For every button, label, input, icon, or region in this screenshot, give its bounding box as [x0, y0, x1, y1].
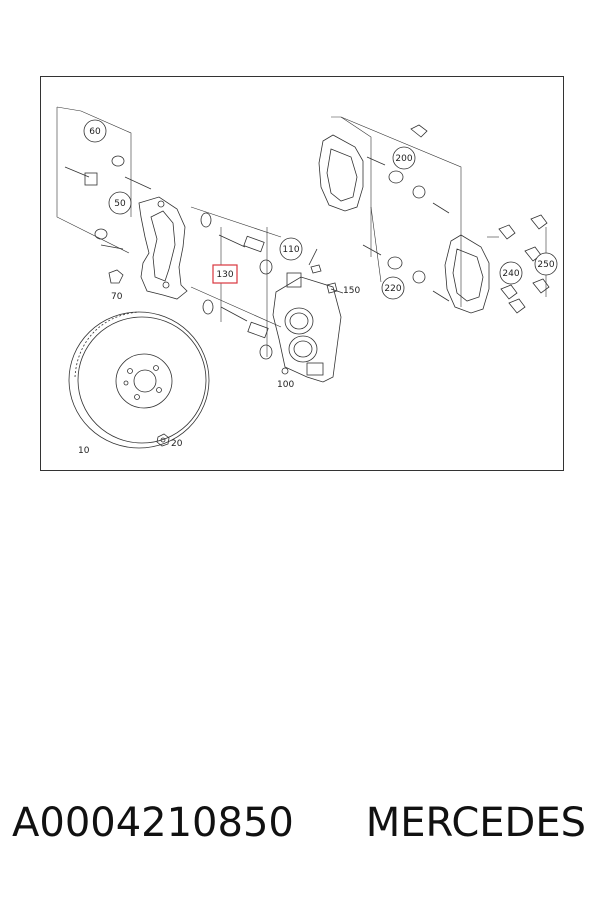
part-label-10: 10: [78, 446, 90, 456]
callout-130-highlight: [212, 264, 238, 284]
pad-hardware-set: [362, 124, 450, 302]
callout-200-circle: [392, 146, 416, 170]
callout-220-circle: [381, 276, 405, 300]
callout-110-circle: [279, 237, 303, 261]
brake-pad-outer-part: [318, 134, 364, 212]
bleeder-valve-part: [308, 248, 344, 294]
callout-60-label: 60: [89, 127, 101, 137]
part-label-100: 100: [277, 380, 294, 390]
callout-50-circle: [108, 191, 132, 215]
leader-lines: [56, 106, 547, 357]
brake-disc-part: [68, 311, 210, 449]
callout-200-label: 200: [395, 154, 412, 164]
disc-screw-part: [156, 433, 170, 447]
part-label-20: 20: [171, 439, 183, 449]
callout-240-circle: [499, 261, 523, 285]
callout-250-circle: [534, 252, 558, 276]
brake-pad-inner-part: [444, 234, 490, 314]
brake-caliper-part: [272, 272, 342, 383]
caption-bar: A0004210850 MERCEDES: [0, 800, 600, 860]
brake-assembly-drawing: 60 50 200 110 130 240 250 220 70 150 100 20 10: [56, 106, 558, 456]
part-label-150: 150: [343, 286, 360, 296]
part-label-70: 70: [111, 292, 123, 302]
guide-pin-set: [200, 212, 273, 360]
guide-bolt-set-left: [64, 155, 152, 284]
brand-name-text: MERCEDES: [365, 800, 586, 846]
part-number-text: A0004210850: [12, 800, 294, 846]
callout-60-circle: [83, 119, 107, 143]
callout-240-label: 240: [502, 269, 519, 279]
callout-250-label: 250: [537, 260, 554, 270]
caliper-bracket-part: [138, 196, 188, 300]
callout-110-label: 110: [282, 245, 299, 255]
callout-50-label: 50: [114, 199, 126, 209]
callout-220-label: 220: [384, 284, 401, 294]
exploded-parts-diagram: 60 50 200 110 130 240 250 220 70 150 100 20 10: [40, 76, 564, 471]
callout-130-label: 130: [216, 270, 233, 280]
